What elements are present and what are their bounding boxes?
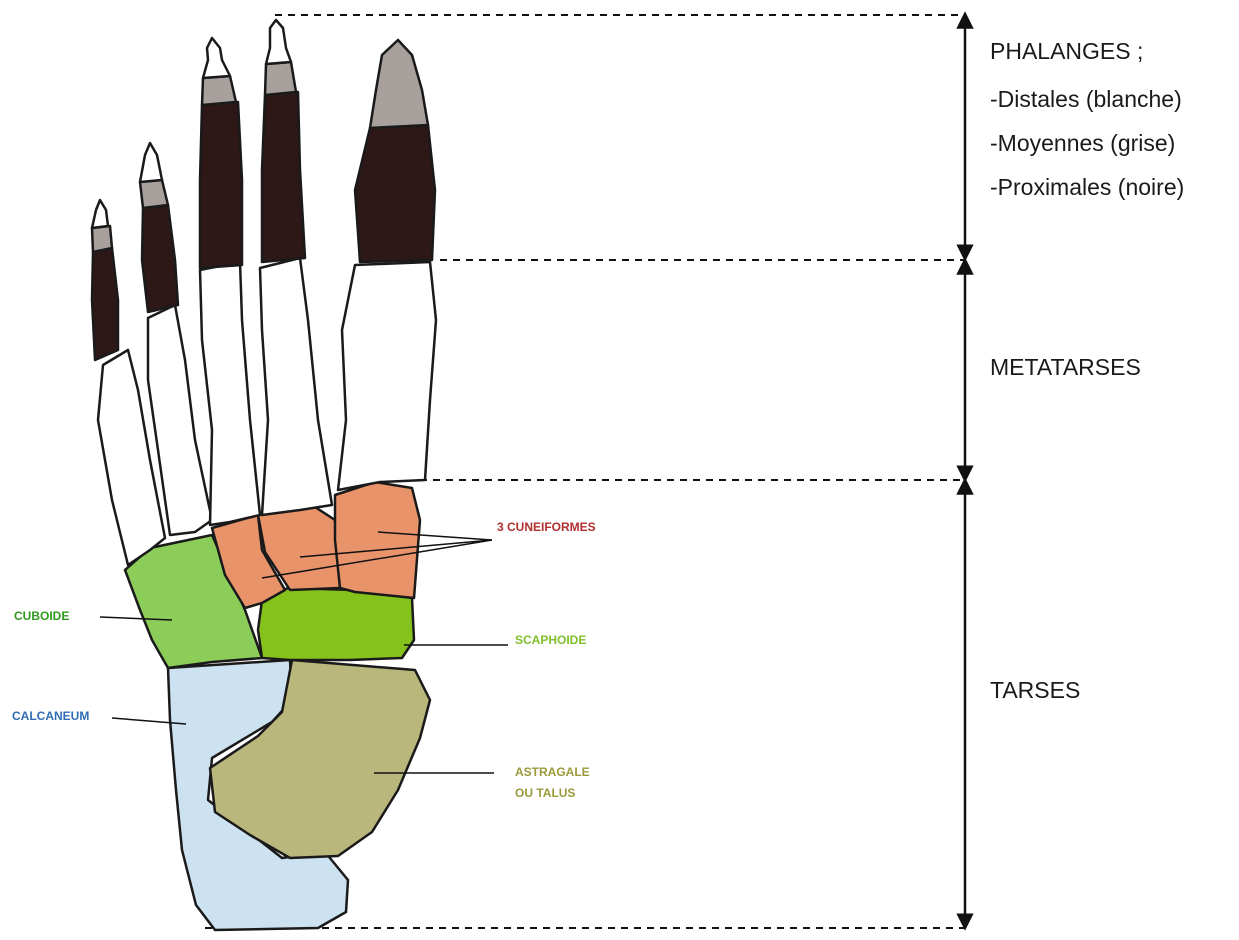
middle-phalanx-5-bone bbox=[92, 226, 112, 252]
metatarsal-3-bone bbox=[200, 262, 260, 525]
proximal-phalanx-1-bone bbox=[355, 125, 435, 262]
phalanges-proximales-label: -Proximales (noire) bbox=[990, 174, 1184, 201]
proximal-phalanx-2-bone bbox=[262, 92, 305, 262]
metatarsal-2-bone bbox=[260, 258, 332, 515]
proximal-phalanx-5-bone bbox=[92, 248, 118, 360]
distal-phalanx-3-bone bbox=[203, 38, 230, 78]
proximal-phalanx-4-bone bbox=[142, 205, 178, 312]
phalanges-distales-label: -Distales (blanche) bbox=[990, 86, 1182, 113]
distal-phalanx-5-bone bbox=[92, 200, 108, 228]
phalanges-moyennes-label: -Moyennes (grise) bbox=[990, 130, 1175, 157]
middle-phalanx-1-bone bbox=[370, 40, 428, 128]
phalanges-title-label: PHALANGES ; bbox=[990, 38, 1143, 65]
astragale-label-line2: OU TALUS bbox=[515, 786, 575, 800]
cuboide-label: CUBOIDE bbox=[14, 609, 69, 623]
tarses-label: TARSES bbox=[990, 677, 1080, 704]
middle-phalanx-3-bone bbox=[202, 76, 236, 105]
distal-phalanx-2-bone bbox=[266, 20, 291, 64]
calcaneum-label: CALCANEUM bbox=[12, 709, 89, 723]
scaphoid-bone bbox=[258, 588, 414, 660]
astragale-label-line1: ASTRAGALE bbox=[515, 765, 590, 779]
middle-phalanx-4-bone bbox=[140, 180, 168, 208]
metatarses-label: METATARSES bbox=[990, 354, 1141, 381]
metatarsal-1-bone bbox=[338, 262, 436, 490]
distal-phalanx-4-bone bbox=[140, 143, 162, 182]
cuneiformes-label: 3 CUNEIFORMES bbox=[497, 520, 596, 534]
scaphoide-label: SCAPHOIDE bbox=[515, 633, 586, 647]
middle-phalanx-2-bone bbox=[265, 62, 296, 95]
cuneiform-medial-bone bbox=[335, 482, 420, 598]
proximal-phalanx-3-bone bbox=[200, 102, 242, 268]
